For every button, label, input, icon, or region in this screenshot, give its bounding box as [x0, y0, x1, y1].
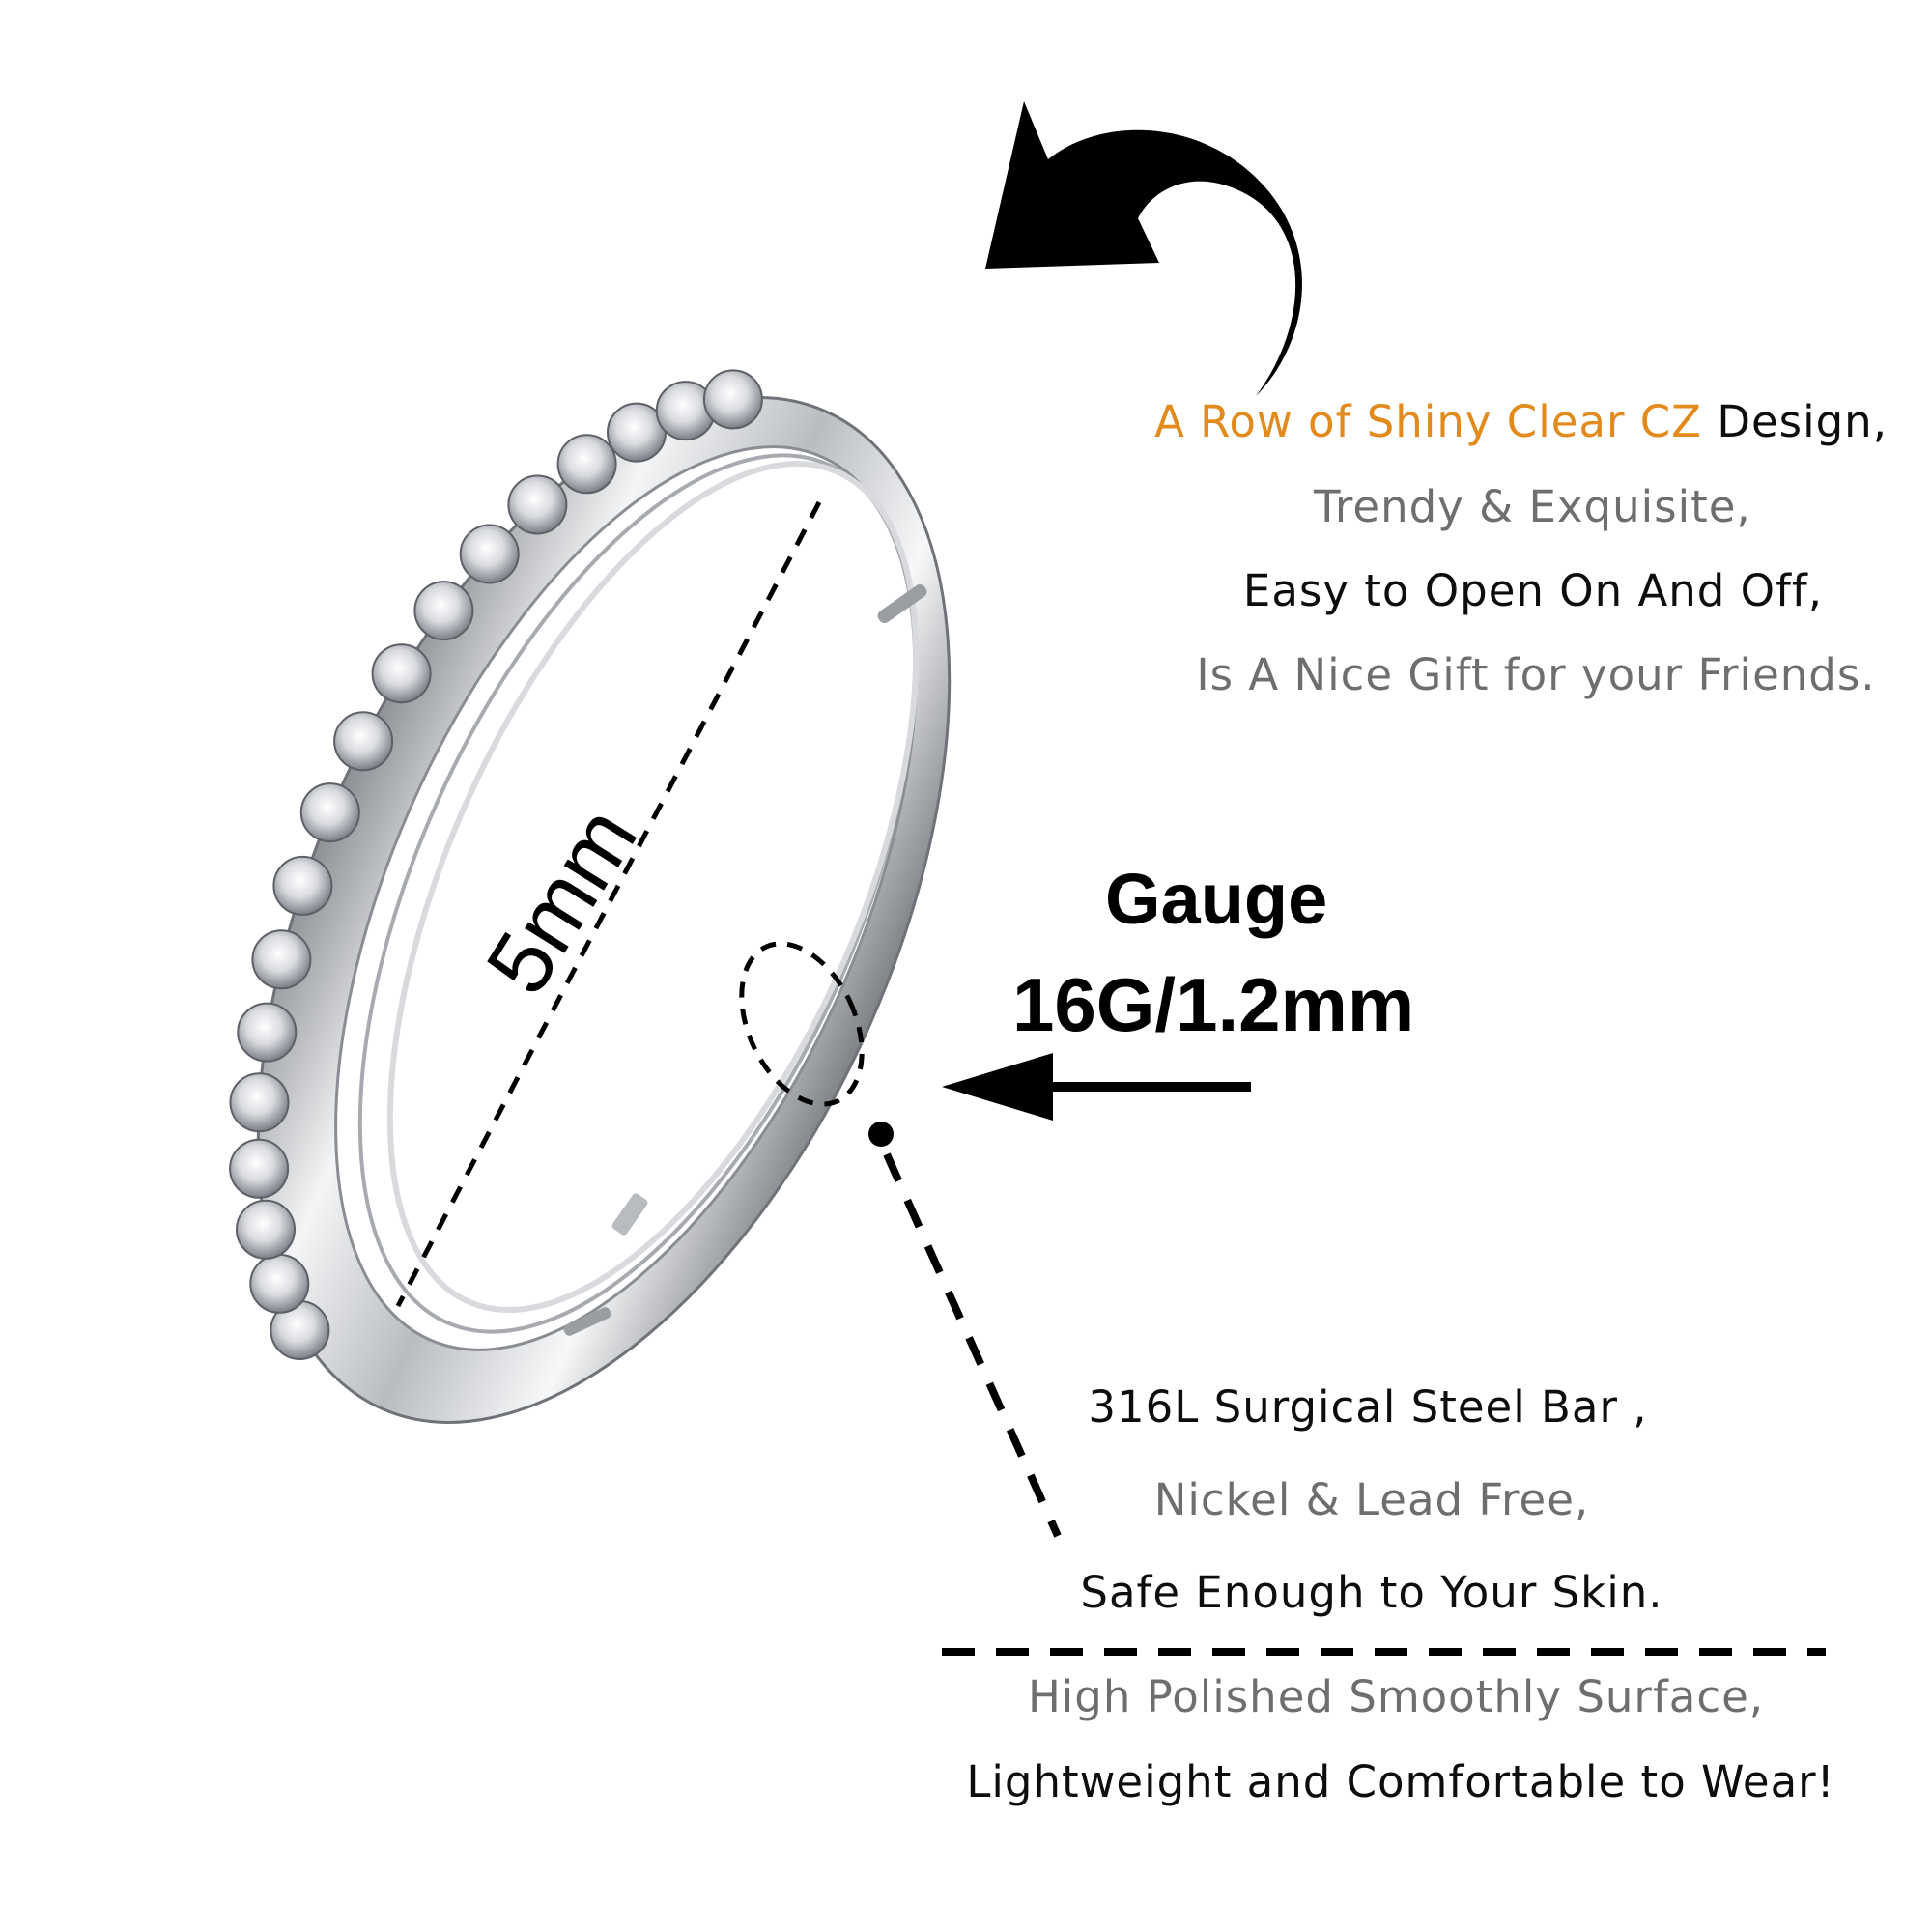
cz-stone: [236, 1199, 296, 1260]
gauge-value: 16G/1.2mm: [1012, 962, 1415, 1047]
feature-easy-open: Easy to Open On And Off,: [1242, 565, 1824, 616]
feature-cz-design: A Row of Shiny Clear CZ Design,: [1154, 396, 1888, 447]
feature-lightweight: Lightweight and Comfortable to Wear!: [966, 1756, 1835, 1807]
cz-stone: [249, 1253, 310, 1314]
cz-stone: [556, 434, 617, 495]
cz-stone: [371, 643, 432, 704]
feature-polished: High Polished Smoothly Surface,: [1027, 1671, 1765, 1722]
feature-highlight: A Row of Shiny Clear CZ: [1154, 396, 1703, 447]
cz-stone-row: [229, 369, 763, 1360]
feature-trendy: Trendy & Exquisite,: [1314, 481, 1751, 532]
diameter-line: [395, 500, 822, 1308]
cz-stone: [251, 929, 312, 990]
gauge-pointer-arrow-icon: [942, 1053, 1251, 1121]
cz-stone: [237, 1002, 298, 1063]
cz-stone: [299, 782, 360, 843]
cz-stone: [333, 711, 394, 772]
cz-stone: [507, 474, 568, 535]
cz-stone: [272, 855, 333, 916]
cz-stone: [459, 524, 520, 584]
gauge-marker-ellipse: [739, 941, 865, 1107]
feature-suffix: Design,: [1702, 396, 1888, 447]
cz-stone: [229, 1138, 290, 1199]
ring-image: [256, 396, 952, 1424]
cz-stone: [702, 369, 763, 430]
gauge-title: Gauge: [1105, 859, 1328, 939]
material-leader-line: [868, 1122, 1062, 1538]
feature-nickel-free: Nickel & Lead Free,: [1153, 1474, 1590, 1525]
feature-surgical-steel: 316L Surgical Steel Bar ,: [1088, 1381, 1648, 1433]
cz-stone: [229, 1072, 290, 1133]
curved-arrow-icon: [985, 101, 1302, 396]
feature-skin-safe: Safe Enough to Your Skin.: [1080, 1567, 1663, 1618]
cz-stone: [413, 581, 474, 641]
feature-gift: Is A Nice Gift for your Friends.: [1196, 649, 1876, 700]
